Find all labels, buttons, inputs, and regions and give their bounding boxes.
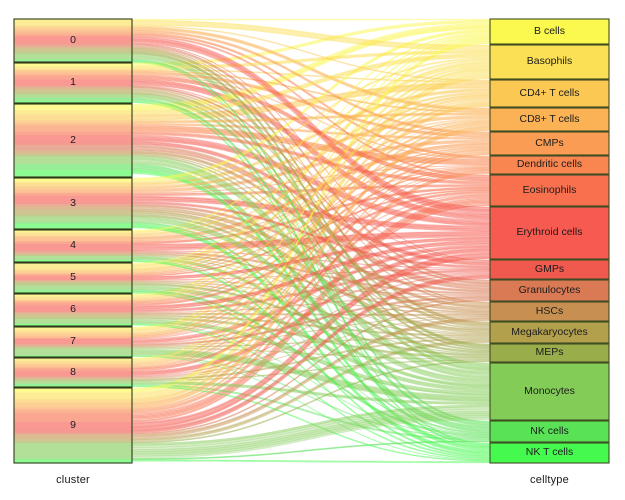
celltype-node-granulocytes[interactable] bbox=[489, 279, 610, 302]
celltype-node-nk-cells[interactable] bbox=[489, 420, 610, 443]
celltype-node-nk-t-cells[interactable] bbox=[489, 442, 610, 464]
celltype-node-cmps[interactable] bbox=[489, 131, 610, 156]
cluster-node-1[interactable] bbox=[13, 62, 133, 104]
celltype-node-meps[interactable] bbox=[489, 343, 610, 363]
cluster-node-9[interactable] bbox=[13, 387, 133, 464]
cluster-axis-title: cluster bbox=[56, 474, 90, 486]
flow-ribbons-layer bbox=[131, 18, 491, 464]
celltype-node-eosinophils[interactable] bbox=[489, 174, 610, 207]
celltype-node-cd8-t-cells[interactable] bbox=[489, 107, 610, 132]
flow-ribbon bbox=[131, 18, 491, 21]
celltype-node-hscs[interactable] bbox=[489, 301, 610, 322]
celltype-node-b-cells[interactable] bbox=[489, 18, 610, 45]
cluster-node-0[interactable] bbox=[13, 18, 133, 63]
celltype-node-dendritic-cells[interactable] bbox=[489, 155, 610, 175]
celltype-node-monocytes[interactable] bbox=[489, 362, 610, 421]
cluster-node-7[interactable] bbox=[13, 326, 133, 358]
cluster-node-3[interactable] bbox=[13, 177, 133, 230]
celltype-nodes-layer bbox=[489, 18, 610, 464]
celltype-node-erythroid-cells[interactable] bbox=[489, 206, 610, 260]
celltype-axis-title: celltype bbox=[530, 474, 569, 486]
cluster-node-2[interactable] bbox=[13, 103, 133, 178]
celltype-node-gmps[interactable] bbox=[489, 259, 610, 280]
cluster-nodes-layer bbox=[13, 18, 133, 464]
cluster-node-4[interactable] bbox=[13, 229, 133, 263]
celltype-node-basophils[interactable] bbox=[489, 44, 610, 80]
celltype-node-megakaryocytes[interactable] bbox=[489, 321, 610, 344]
cluster-node-5[interactable] bbox=[13, 262, 133, 294]
cluster-node-8[interactable] bbox=[13, 357, 133, 388]
cluster-node-6[interactable] bbox=[13, 293, 133, 327]
celltype-node-cd4-t-cells[interactable] bbox=[489, 79, 610, 108]
